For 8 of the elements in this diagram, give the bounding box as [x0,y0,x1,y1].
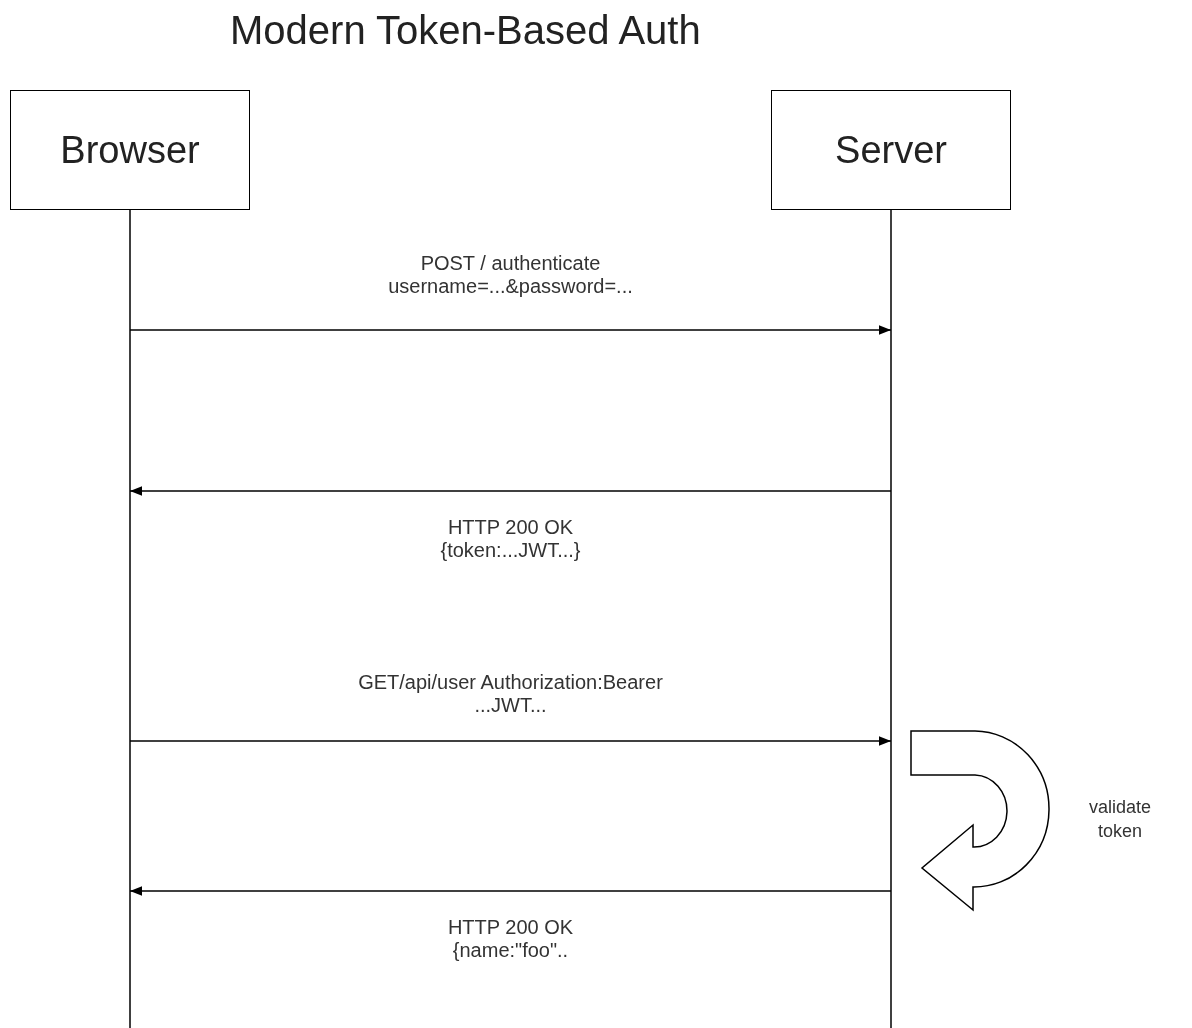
diagram-title: Modern Token-Based Auth [230,8,701,53]
participant-label: Server [835,128,947,172]
message-arrow [129,886,892,896]
message-arrow [129,486,892,496]
message-arrow [129,325,892,335]
message-arrow [129,736,892,746]
note-text: validate token [1087,796,1152,843]
participant-label: Browser [60,128,200,172]
